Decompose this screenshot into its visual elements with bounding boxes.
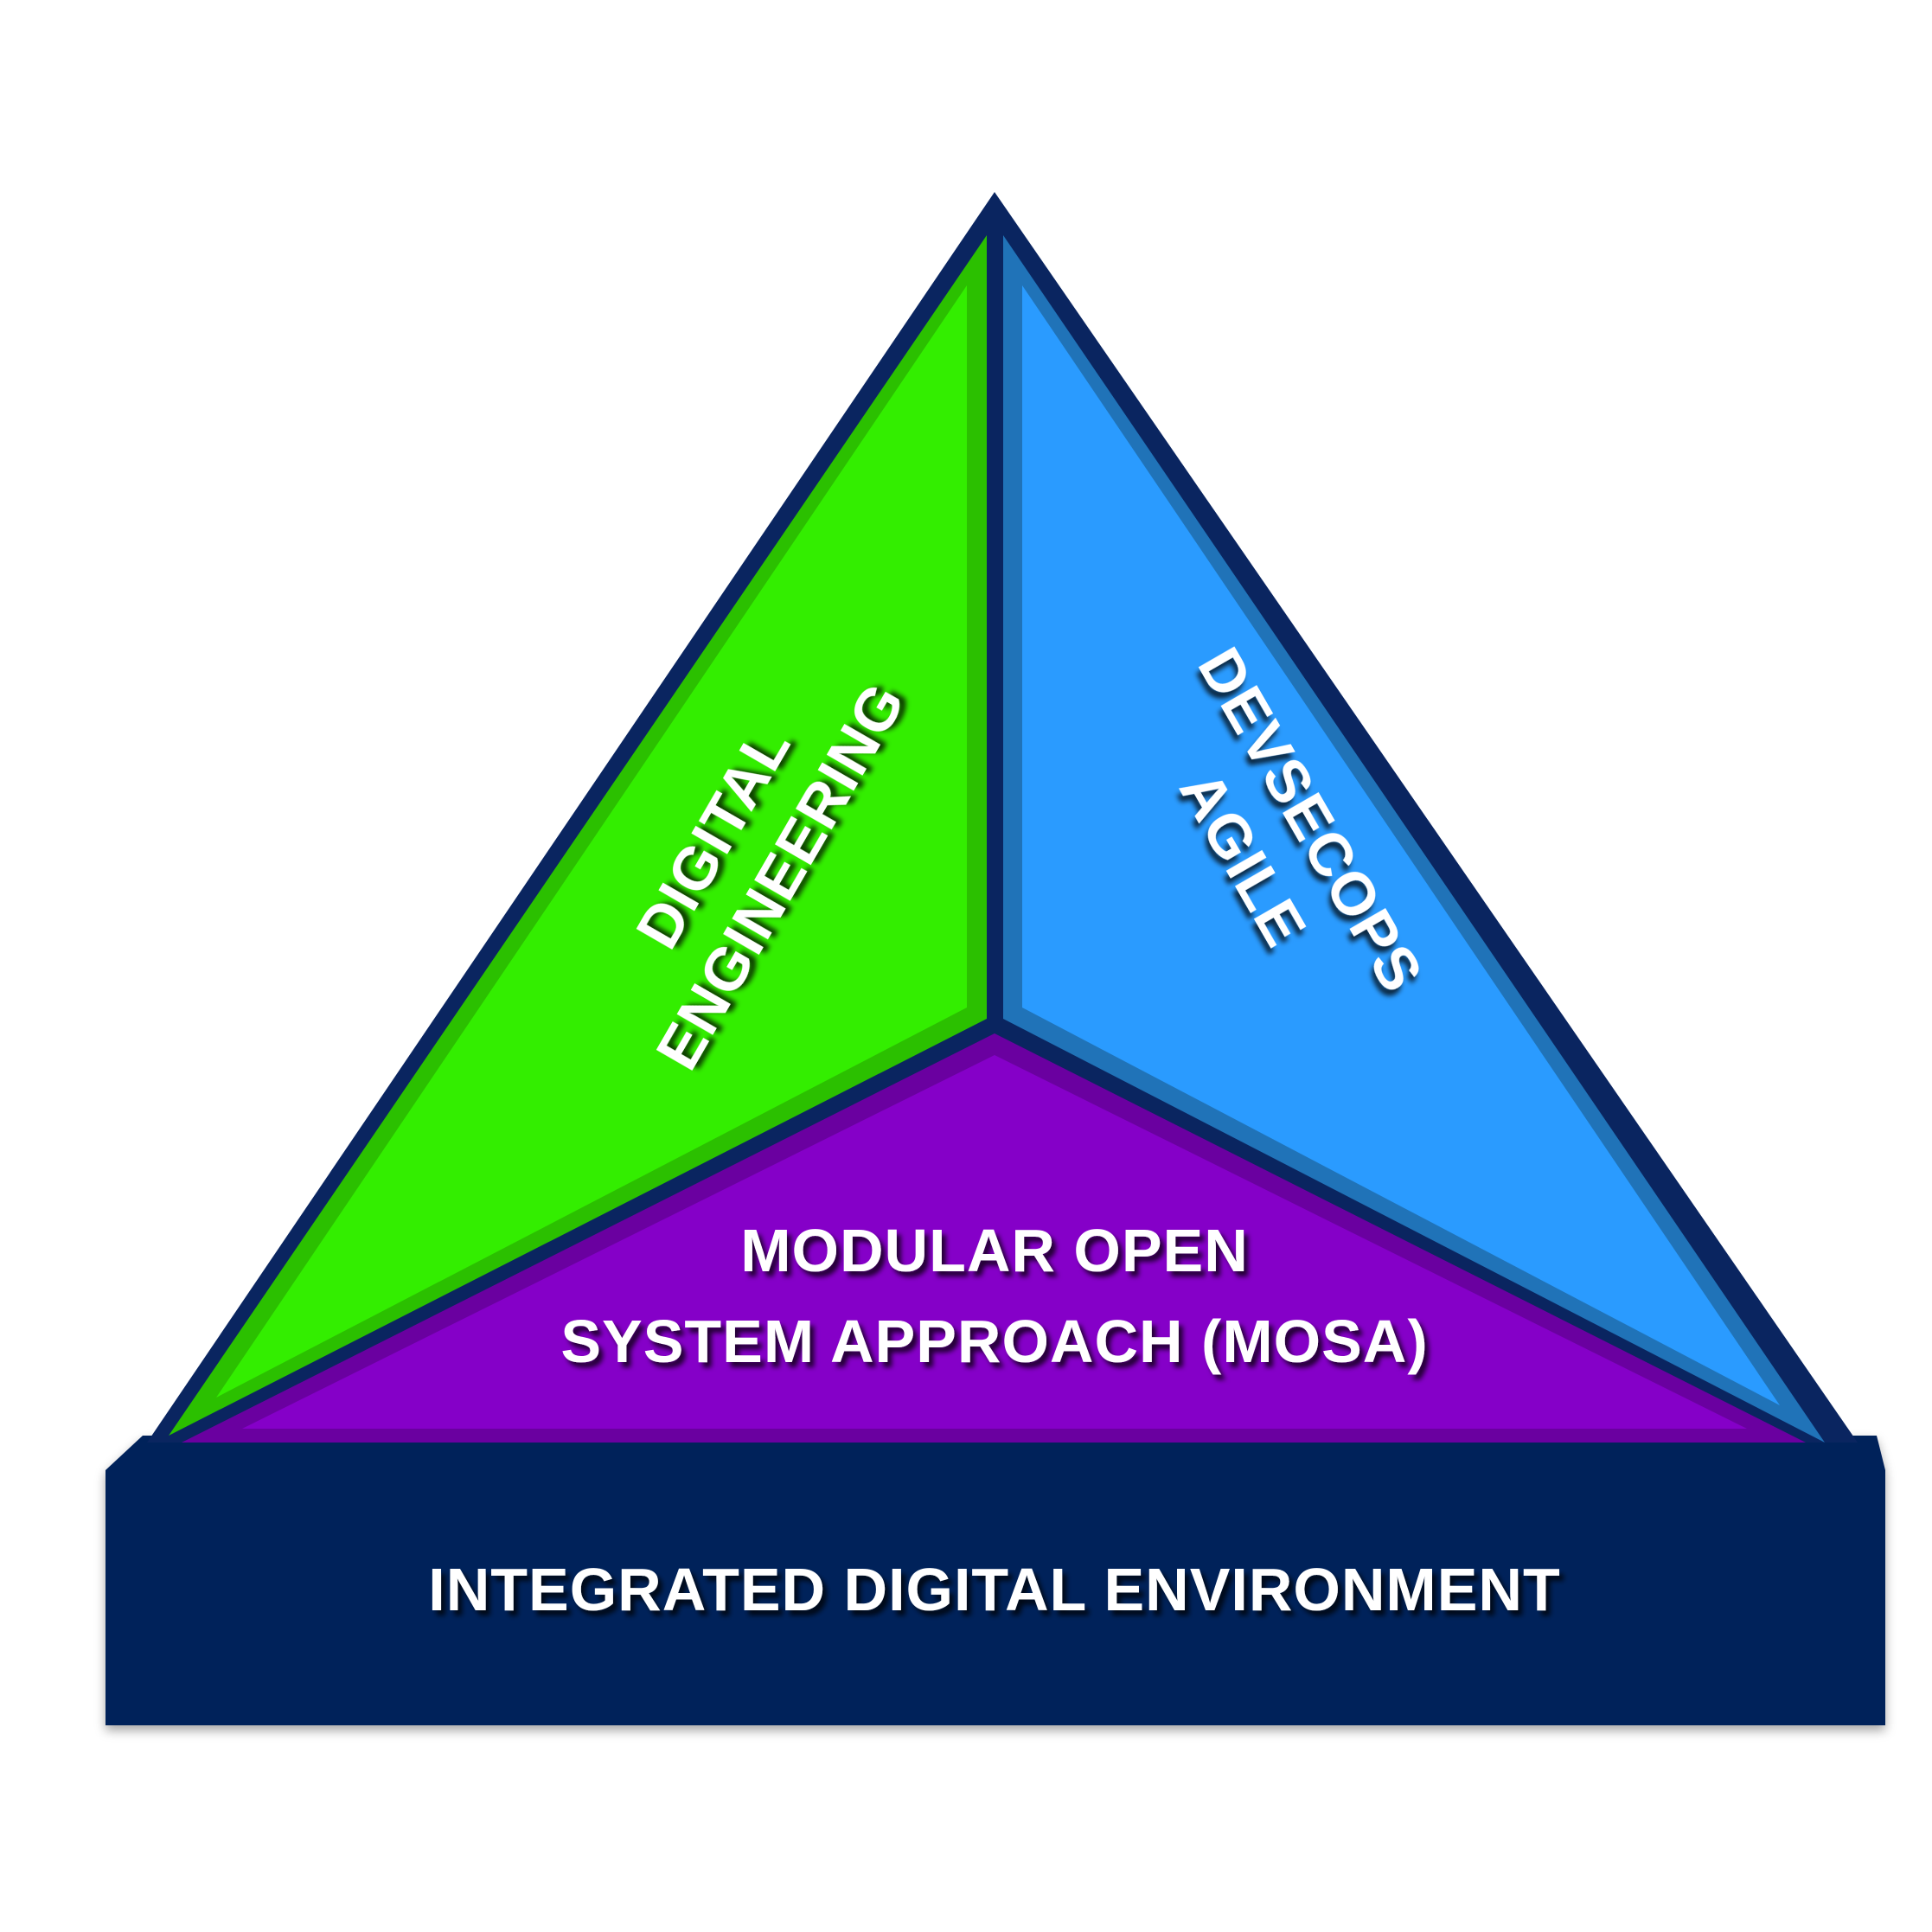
integrated-digital-environment-label: INTEGRATED DIGITAL ENVIRONMENT [428, 1556, 1560, 1623]
mosa-label-line2: SYSTEM APPROACH (MOSA) [560, 1308, 1428, 1375]
base-block [106, 1436, 1885, 1725]
segment-digital-engineering [216, 285, 967, 1398]
segment-devsecops-edge [1003, 235, 1825, 1443]
segment-digital-engineering-edge [169, 235, 987, 1436]
segment-devsecops [1022, 285, 1780, 1405]
segment-mosa [242, 1055, 1747, 1429]
mosa-label-line1: MODULAR OPEN [740, 1217, 1249, 1284]
